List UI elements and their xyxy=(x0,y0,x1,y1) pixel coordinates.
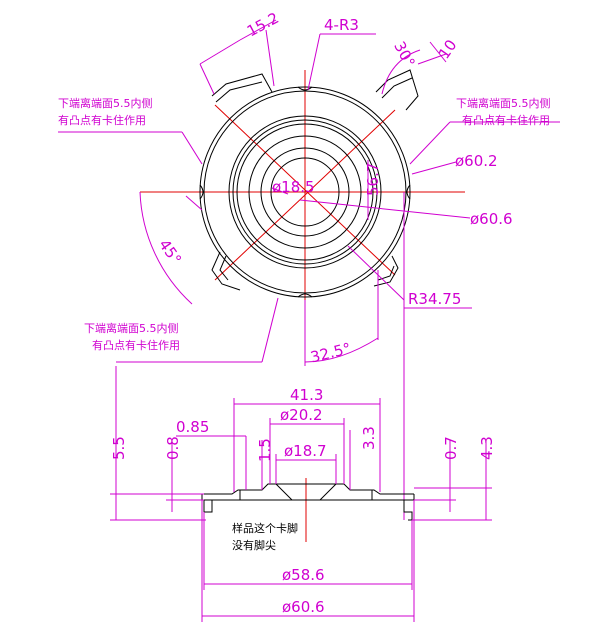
dim-0-85: 0.85 xyxy=(176,418,209,436)
ring-circle-2 xyxy=(232,119,378,265)
side-dimension-text: 41.3 ø20.2 0.85 ø18.7 1.5 3.3 5.5 0.8 0.… xyxy=(110,386,496,616)
side-dimension-lines xyxy=(110,366,492,622)
note-bottom-line2: 有凸点有卡住作用 xyxy=(92,338,180,352)
dim-d60-6-side: ø60.6 xyxy=(282,598,325,616)
dim-0-8: 0.8 xyxy=(164,436,182,460)
dim-41-3: 41.3 xyxy=(290,386,323,404)
dim-r34-75: R34.75 xyxy=(408,290,461,308)
dim-4-3: 4.3 xyxy=(478,436,496,460)
note-right-line2: 有凸点有卡住作用 xyxy=(462,113,550,127)
dim-0-7: 0.7 xyxy=(442,436,460,460)
ring-circle-4 xyxy=(248,135,362,249)
tab-upper-right xyxy=(375,69,419,111)
dim-d18-7: ø18.7 xyxy=(284,442,327,460)
note-right-line1: 下端离端面5.5内侧 xyxy=(456,96,551,110)
hub-circle-inner xyxy=(270,157,340,227)
hub-circle-outer xyxy=(260,147,350,237)
notch-marks xyxy=(199,86,411,298)
side-view xyxy=(201,478,415,542)
dim-3-3: 3.3 xyxy=(360,426,378,450)
side-profile xyxy=(201,483,415,521)
outer-circle-inner-edge xyxy=(203,90,407,294)
dim-15-2: 15.2 xyxy=(244,9,282,41)
dim-d60-6: ø60.6 xyxy=(470,210,513,228)
dim-d60-2: ø60.2 xyxy=(455,152,498,170)
sample-note-line2: 没有脚尖 xyxy=(232,538,276,552)
top-dimension-text: 15.2 4-R3 30° 10 ø60.2 ø60.6 56.7 ø18.5 … xyxy=(58,9,551,367)
tab-lower-left xyxy=(211,251,241,291)
dim-4-r3: 4-R3 xyxy=(324,16,359,34)
diagonal-centerline-b xyxy=(214,109,396,281)
dim-56-7: 56.7 xyxy=(364,163,382,196)
note-bottom-line1: 下端离端面5.5内侧 xyxy=(84,321,179,335)
top-dimension-lines xyxy=(58,19,560,520)
sample-note-line1: 样品这个卡脚 xyxy=(232,521,298,535)
outer-circle xyxy=(199,86,411,298)
ring-circle-1 xyxy=(228,115,382,269)
dim-d18-5: ø18.5 xyxy=(272,178,315,196)
ring-circle-3 xyxy=(236,123,374,261)
dim-5-5: 5.5 xyxy=(110,436,128,460)
note-left-line2: 有凸点有卡住作用 xyxy=(58,113,146,127)
dim-32-5-deg: 32.5° xyxy=(309,339,353,366)
note-left-line1: 下端离端面5.5内侧 xyxy=(58,96,153,110)
diagonal-centerline-a xyxy=(214,104,396,276)
dim-1-5: 1.5 xyxy=(256,438,274,462)
dim-30-deg: 30° xyxy=(390,38,418,70)
tab-upper-left xyxy=(211,73,273,103)
dim-10: 10 xyxy=(435,36,461,62)
dim-d58-6: ø58.6 xyxy=(282,566,325,584)
dim-d20-2: ø20.2 xyxy=(280,406,323,424)
